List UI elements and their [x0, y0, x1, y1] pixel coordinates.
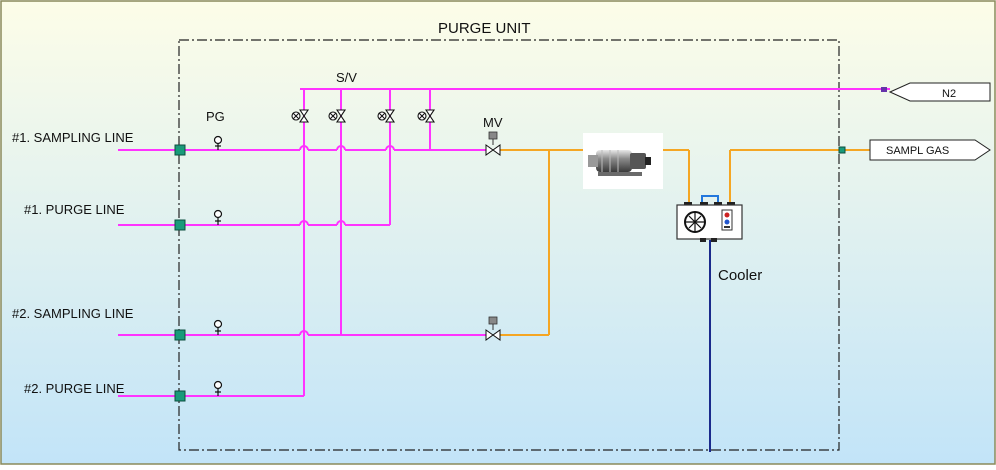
cooler-icon[interactable]	[676, 195, 743, 242]
solenoid-valves[interactable]	[291, 109, 436, 123]
n2-outlet: N2	[888, 82, 991, 102]
motor-valve-icon[interactable]	[485, 316, 501, 341]
sv-label: S/V	[336, 70, 357, 85]
pressure-gauges[interactable]	[213, 135, 223, 397]
purge-unit-title: PURGE UNIT	[438, 20, 531, 37]
flange-icon	[174, 219, 186, 231]
sampling-line-1-label: #1. SAMPLING LINE	[12, 130, 134, 145]
pressure-gauge-icon[interactable]	[213, 135, 223, 151]
pressure-gauge-icon[interactable]	[213, 380, 223, 397]
solenoid-valve-icon[interactable]	[328, 109, 347, 123]
sample-gas-outlet-label: SAMPL GAS	[886, 145, 949, 157]
cooler-label: Cooler	[718, 267, 762, 284]
mv-label: MV	[483, 115, 503, 130]
sample-piping	[500, 149, 870, 336]
pressure-gauge-icon[interactable]	[213, 319, 223, 336]
pressure-gauge-icon[interactable]	[213, 209, 223, 226]
sampling-line-2-label: #2. SAMPLING LINE	[12, 306, 134, 321]
flange-icon	[838, 146, 846, 154]
flange-icon	[174, 144, 186, 156]
flange-icon	[174, 329, 186, 341]
solenoid-valve-icon[interactable]	[377, 109, 396, 123]
solenoid-valve-icon[interactable]	[291, 109, 310, 123]
purge-line-1-label: #1. PURGE LINE	[24, 202, 125, 217]
purge-line-2-label: #2. PURGE LINE	[24, 381, 125, 396]
solenoid-valve-icon[interactable]	[417, 109, 436, 123]
motor-valve-icon[interactable]	[485, 131, 501, 156]
purge-unit-boundary	[178, 39, 840, 451]
sample-gas-outlet: SAMPL GAS	[869, 139, 991, 161]
pump-icon[interactable]	[583, 133, 663, 189]
flange-icon	[174, 390, 186, 402]
n2-piping	[118, 88, 890, 397]
pg-label: PG	[206, 109, 225, 124]
n2-outlet-label: N2	[942, 88, 956, 100]
flange-icons	[174, 87, 887, 402]
flange-icon	[881, 87, 887, 92]
